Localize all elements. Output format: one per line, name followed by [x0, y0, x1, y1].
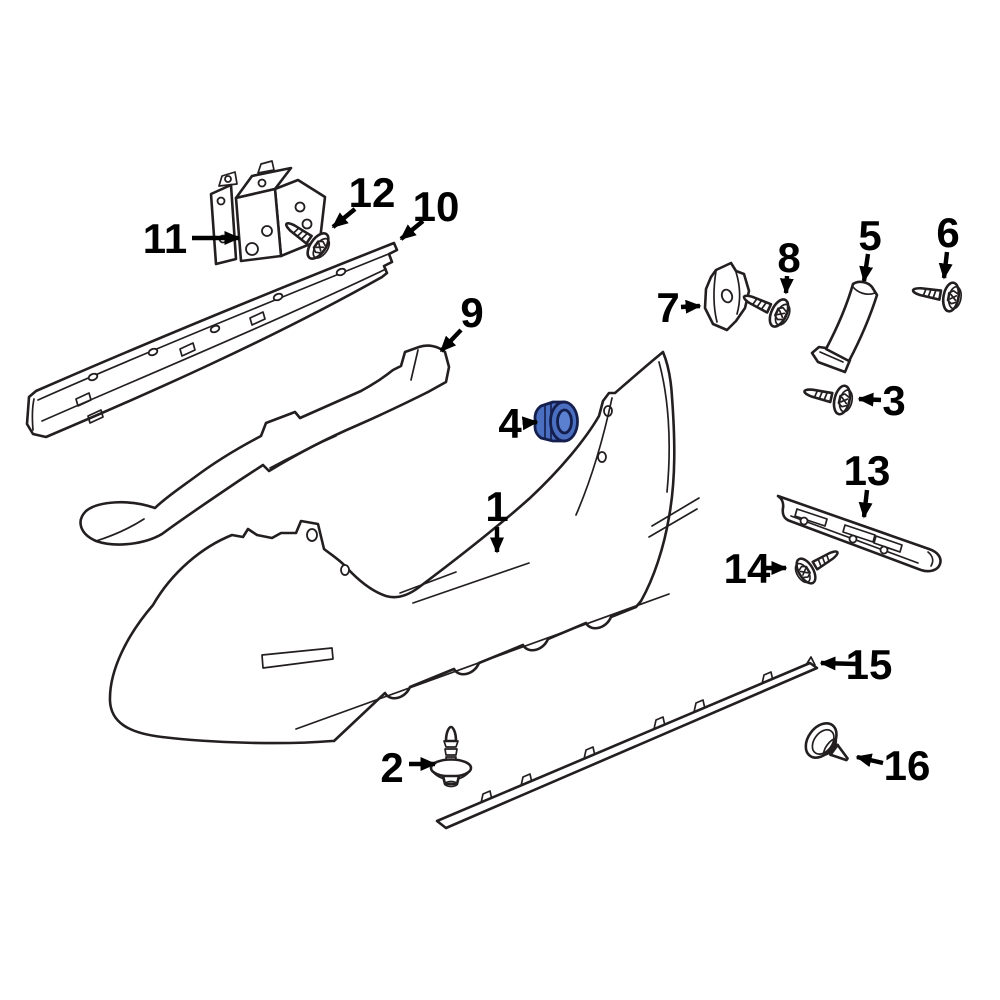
highlighted-flange-nut-part — [533, 400, 579, 443]
callout-8-label: 8 — [777, 234, 800, 281]
callout-16-label: 16 — [884, 742, 931, 789]
callout-7: 7 — [656, 284, 702, 331]
mount-bracket-part — [209, 160, 327, 266]
bumper-cover-part — [108, 350, 700, 745]
step-pad-part — [776, 494, 942, 573]
callout-1-label: 1 — [485, 483, 508, 530]
support-bracket-part — [810, 280, 879, 374]
callout-5: 5 — [858, 212, 882, 283]
callout-1: 1 — [485, 483, 509, 554]
callout-7-label: 7 — [656, 284, 679, 331]
callout-2-label: 2 — [380, 744, 403, 791]
callout-12: 12 — [331, 169, 396, 229]
impact-bar-outline — [25, 241, 399, 439]
callout-15-label: 15 — [846, 641, 893, 688]
grommet-part — [804, 722, 849, 762]
impact-absorber-part — [79, 344, 451, 546]
callout-5-label: 5 — [858, 212, 881, 259]
impact-bar-part — [25, 241, 399, 439]
callout-15: 15 — [819, 641, 893, 688]
callout-9-label: 9 — [460, 289, 483, 336]
push-pin-clip-part — [429, 725, 473, 788]
callout-12-label: 12 — [349, 169, 396, 216]
callout-10: 10 — [399, 183, 460, 241]
callout-13-label: 13 — [844, 447, 891, 494]
bumper-cover-outline — [108, 350, 676, 745]
callout-14: 14 — [724, 545, 788, 592]
molding-outline — [435, 661, 819, 830]
callout-3-label: 3 — [882, 377, 905, 424]
callout-9: 9 — [439, 289, 484, 353]
side-bracket-part — [703, 261, 751, 332]
screw-14-part — [789, 539, 846, 589]
callout-6: 6 — [936, 209, 960, 280]
nut-bore — [556, 408, 573, 435]
callout-14-label: 14 — [724, 545, 771, 592]
screw-14-shape — [789, 539, 846, 589]
callout-6-label: 6 — [936, 209, 959, 256]
screw-6-part — [909, 274, 965, 315]
callout-11: 11 — [143, 215, 241, 262]
molding-tabs — [480, 671, 774, 804]
callout-11-label: 11 — [143, 215, 187, 262]
callout-3: 3 — [857, 377, 906, 424]
reflector-slot — [261, 647, 334, 669]
lower-molding-part — [435, 656, 819, 830]
callout-10-label: 10 — [413, 183, 460, 230]
callout-2: 2 — [380, 744, 437, 791]
callout-4-label: 4 — [498, 400, 522, 447]
callout-13: 13 — [844, 447, 891, 519]
callout-8: 8 — [777, 234, 801, 295]
bolt-3-shape — [799, 375, 857, 418]
impact-bar-slots — [75, 311, 266, 424]
callout-4: 4 — [498, 400, 539, 447]
screw-6-shape — [909, 274, 965, 315]
impact-bar-holes — [87, 267, 347, 382]
callout-16: 16 — [855, 742, 931, 789]
bolt-3-part — [799, 375, 857, 418]
